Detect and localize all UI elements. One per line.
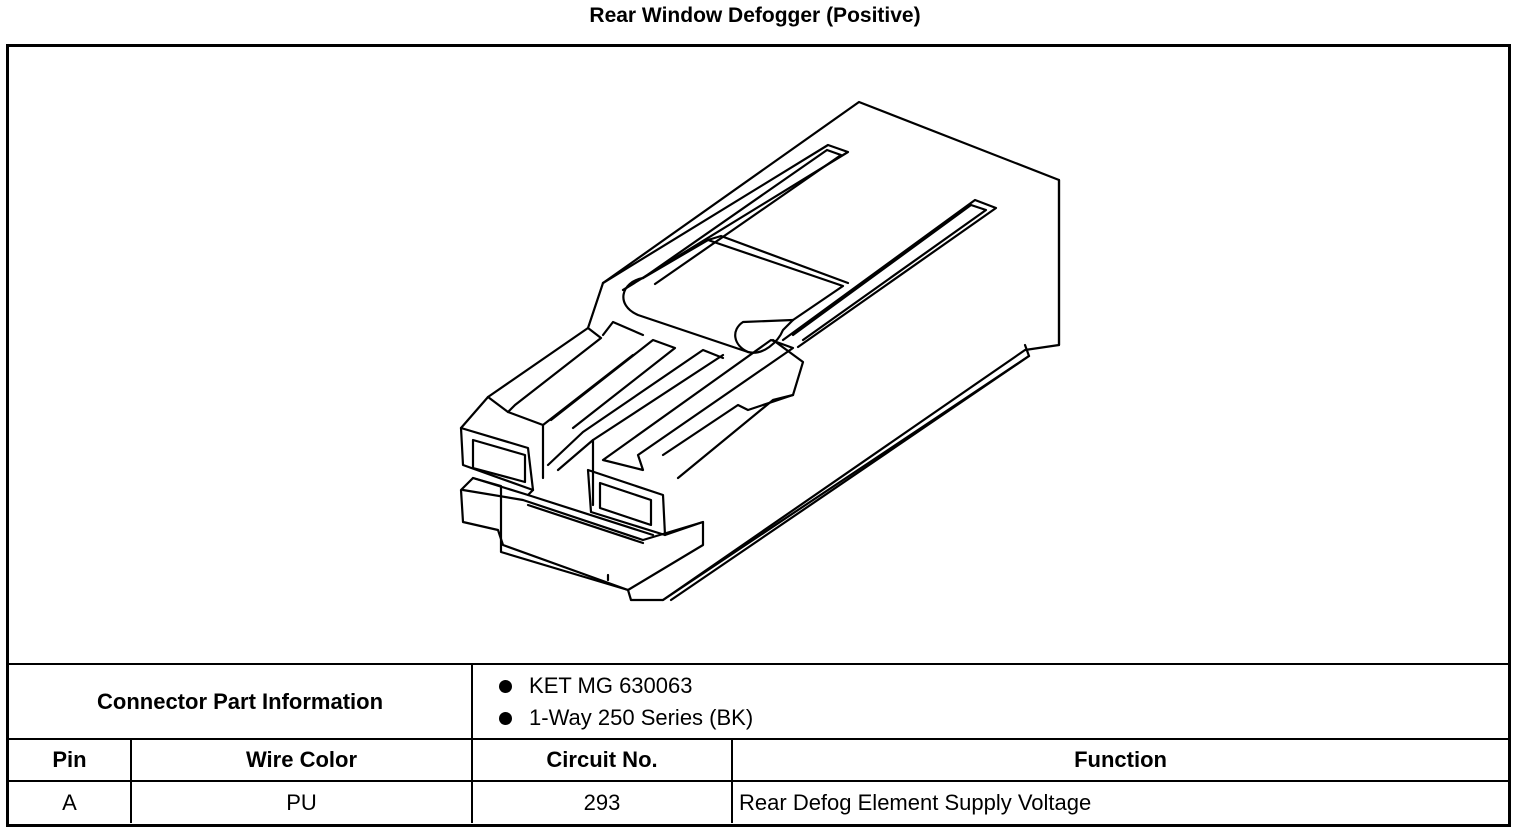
list-item: 1-Way 250 Series (BK) xyxy=(493,702,1508,734)
connector-drawing xyxy=(459,100,1061,602)
cell-function: Rear Defog Element Supply Voltage xyxy=(731,780,1509,823)
table-row: A PU 293 Rear Defog Element Supply Volta… xyxy=(9,780,1509,823)
connector-series: 1-Way 250 Series (BK) xyxy=(529,704,754,730)
list-item: KET MG 630063 xyxy=(493,670,1508,702)
header-wire-color: Wire Color xyxy=(129,738,474,782)
connector-part-info-list: KET MG 630063 1-Way 250 Series (BK) xyxy=(471,665,1509,740)
connector-frame: Connector Part Information KET MG 630063… xyxy=(6,44,1511,827)
bullet-icon xyxy=(499,679,513,693)
cell-wire-color: PU xyxy=(129,780,474,823)
diagram-title: Rear Window Defogger (Positive) xyxy=(589,4,921,27)
connector-info-table: Connector Part Information KET MG 630063… xyxy=(9,665,1509,823)
header-pin: Pin xyxy=(9,738,132,782)
cell-circuit: 293 xyxy=(471,780,734,823)
header-function: Function xyxy=(731,738,1509,782)
connector-part-info-label: Connector Part Information xyxy=(9,665,474,740)
table-header-row: Pin Wire Color Circuit No. Function xyxy=(9,738,1509,782)
connector-illustration xyxy=(9,47,1508,665)
cell-pin: A xyxy=(9,780,132,823)
bullet-icon xyxy=(499,711,513,725)
part-number: KET MG 630063 xyxy=(529,672,693,698)
header-circuit: Circuit No. xyxy=(471,738,734,782)
